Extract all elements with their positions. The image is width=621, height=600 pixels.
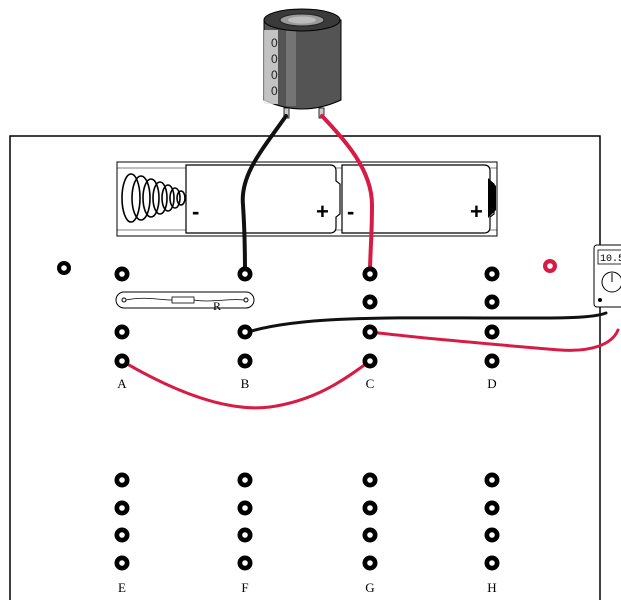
black-wire-coil-to-b[interactable] (240, 114, 288, 275)
socket-grid (114, 266, 500, 571)
column-label-a: A (117, 376, 127, 391)
column-labels: A E B F C G D H (117, 376, 496, 595)
column-label-e: E (118, 580, 126, 595)
socket-d-4[interactable] (484, 353, 500, 369)
socket-e-2[interactable] (114, 500, 130, 516)
battery-cell-1-positive-sign: + (316, 199, 329, 224)
socket-b-1[interactable] (237, 266, 253, 282)
column-label-g: G (365, 580, 374, 595)
wires (120, 114, 620, 410)
socket-c-2[interactable] (362, 294, 378, 310)
socket-g-2[interactable] (362, 500, 378, 516)
battery-cell-2-negative-sign: - (347, 199, 354, 224)
resistor-label: R (213, 299, 221, 313)
battery-cell-2: - + (341, 164, 496, 234)
column-label-c: C (366, 376, 375, 391)
battery-holder-icon: - + - + (116, 161, 498, 237)
socket-f-2[interactable] (237, 500, 253, 516)
column-label-f: F (241, 580, 248, 595)
multimeter-reading: 10.5 (600, 254, 621, 265)
column-label-d: D (487, 376, 496, 391)
socket-c-3[interactable] (362, 324, 378, 340)
resistor-icon[interactable]: R (115, 291, 255, 313)
socket-b-4[interactable] (237, 353, 253, 369)
column-label-h: H (487, 580, 496, 595)
socket-g-4[interactable] (362, 555, 378, 571)
socket-f-1[interactable] (237, 472, 253, 488)
socket-b-3[interactable] (237, 324, 253, 340)
battery-terminal-negative[interactable] (57, 261, 71, 275)
socket-h-2[interactable] (484, 500, 500, 516)
coil-mark-3: 0 (271, 68, 278, 82)
coil-mark-1: 0 (271, 36, 278, 50)
socket-d-3[interactable] (484, 324, 500, 340)
battery-cell-1-negative-sign: - (192, 199, 199, 224)
coil-mark-2: 0 (271, 52, 278, 66)
socket-a-3[interactable] (114, 324, 130, 340)
socket-h-4[interactable] (484, 555, 500, 571)
socket-g-1[interactable] (362, 472, 378, 488)
socket-f-4[interactable] (237, 555, 253, 571)
battery-terminal-positive[interactable] (543, 259, 557, 273)
column-label-b: B (241, 376, 250, 391)
socket-g-3[interactable] (362, 527, 378, 543)
socket-e-3[interactable] (114, 527, 130, 543)
battery-cell-2-positive-sign: + (470, 199, 483, 224)
battery-spring-icon (121, 173, 186, 223)
socket-e-1[interactable] (114, 472, 130, 488)
socket-f-3[interactable] (237, 527, 253, 543)
battery-cell-1: - + (185, 164, 341, 234)
red-wire-coil-to-c[interactable] (320, 114, 375, 275)
red-wire-c-to-meter[interactable] (368, 328, 620, 352)
socket-c-4[interactable] (362, 353, 378, 369)
coil-mark-4: 0 (271, 84, 278, 98)
solenoid-coil-icon: 0 0 0 0 (263, 8, 342, 119)
black-wire-b-to-meter[interactable] (243, 311, 608, 335)
socket-d-1[interactable] (484, 266, 500, 282)
multimeter-icon[interactable]: 10.5 (593, 244, 621, 308)
socket-e-4[interactable] (114, 555, 130, 571)
socket-d-2[interactable] (484, 294, 500, 310)
socket-a-4[interactable] (114, 353, 130, 369)
socket-h-3[interactable] (484, 527, 500, 543)
socket-c-1[interactable] (362, 266, 378, 282)
socket-a-1[interactable] (114, 266, 130, 282)
red-wire-a-to-c[interactable] (120, 359, 372, 410)
socket-h-1[interactable] (484, 472, 500, 488)
